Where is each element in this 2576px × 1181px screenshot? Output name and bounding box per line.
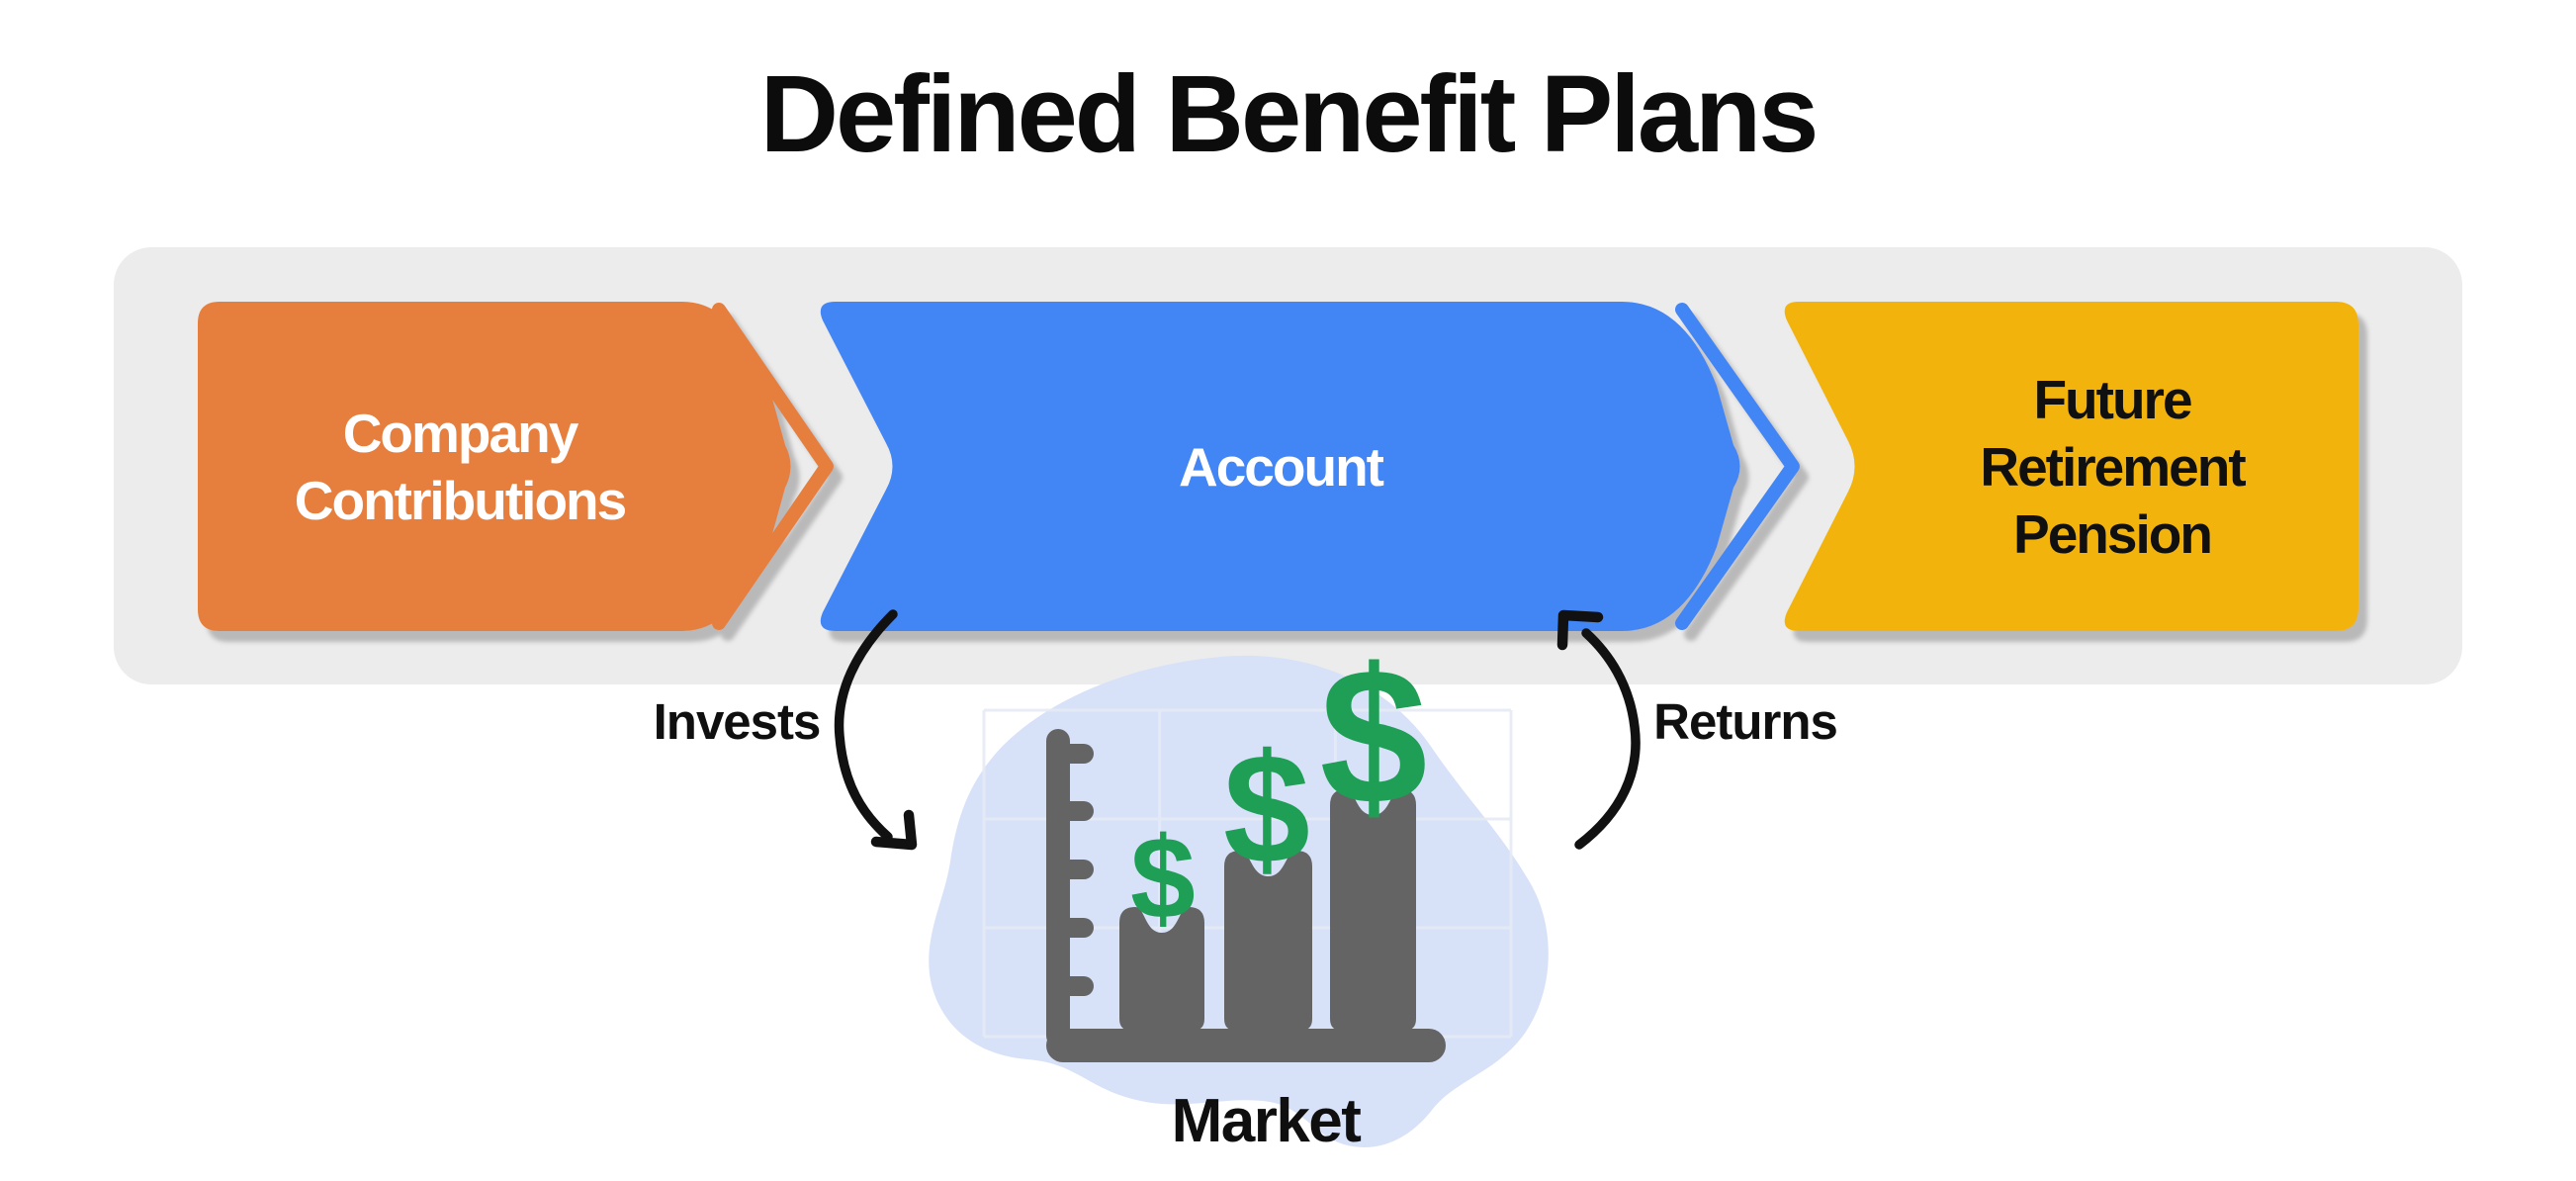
chart-bar-medium [1224, 851, 1312, 1031]
returns-arrowhead-icon [1556, 609, 1604, 651]
company-contributions-arrow [198, 302, 791, 631]
account-arrow [820, 302, 1740, 631]
axis-tick [1046, 976, 1094, 996]
future-retirement-pension-block [1784, 302, 2358, 631]
chevron-separator-blue [1675, 303, 1800, 630]
returns-curved-arrow-icon [1574, 628, 1641, 850]
dollar-sign-icon: $ [1319, 628, 1427, 845]
axis-tick [1046, 860, 1094, 879]
chart-x-axis [1046, 1029, 1446, 1062]
chart-bar-small [1119, 907, 1204, 1031]
chart-bar-large [1330, 789, 1416, 1031]
dollar-sign-icon: $ [1223, 722, 1310, 896]
chevron-separator-orange [712, 303, 834, 630]
invests-curved-arrow-icon [834, 609, 898, 842]
axis-tick [1046, 744, 1094, 764]
cycle-arrows [834, 609, 1641, 851]
dollar-sign-icon: $ [1130, 813, 1196, 944]
chart-y-axis [1046, 729, 1070, 1047]
invests-arrowhead-icon [870, 809, 918, 851]
axis-tick [1046, 918, 1094, 938]
axis-tick [1046, 801, 1094, 821]
dollar-signs: $ $ $ [1130, 628, 1427, 944]
bar-chart-icon [1046, 729, 1446, 1062]
